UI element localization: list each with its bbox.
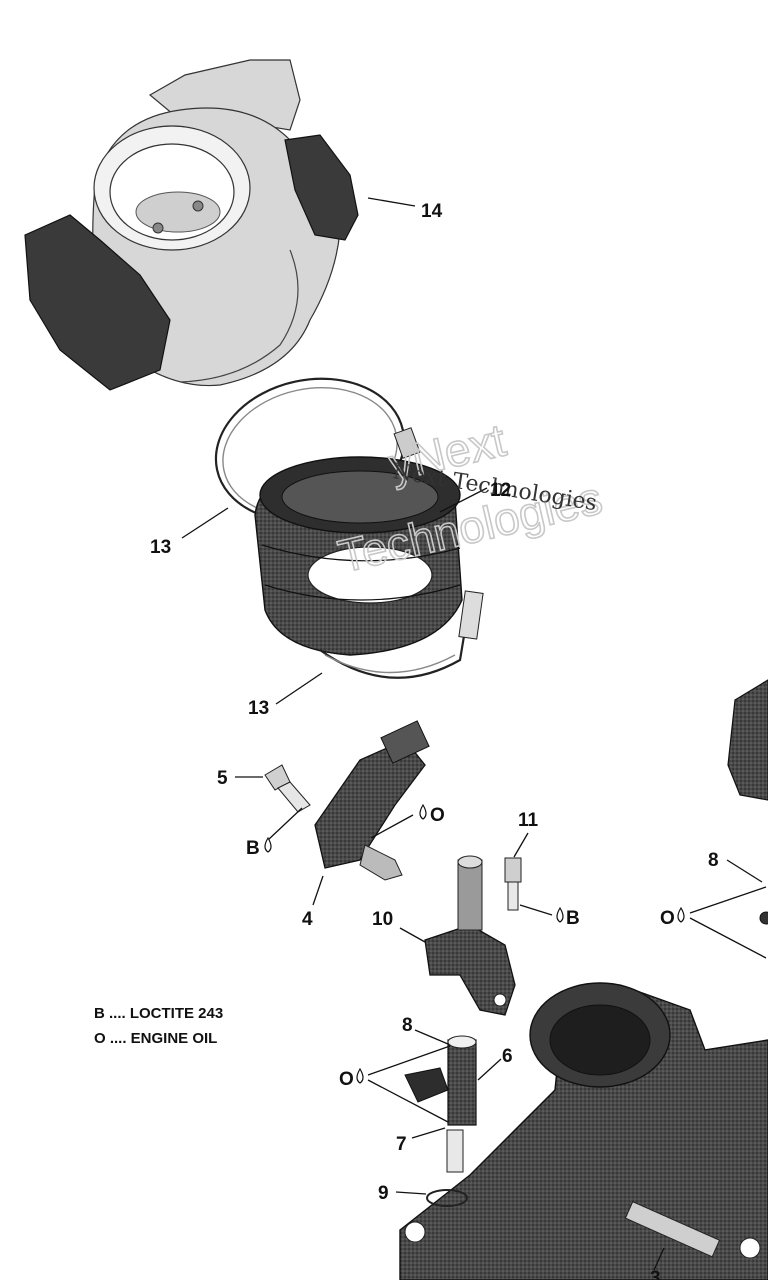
callout-9: 9 <box>378 1183 389 1204</box>
legend-loctite: B .... LOCTITE 243 <box>94 1005 223 1022</box>
callout-O-2: O <box>660 908 675 929</box>
callout-11: 11 <box>518 810 539 831</box>
drop-icon <box>556 906 564 923</box>
callout-B-1: B <box>246 838 260 859</box>
fuel-injector-part-6 <box>404 1035 477 1173</box>
callout-7: 7 <box>396 1134 407 1155</box>
o-ring-part-9 <box>426 1189 468 1207</box>
callout-6: 6 <box>502 1046 513 1067</box>
callout-5: 5 <box>217 768 228 789</box>
callout-14: 14 <box>421 201 443 222</box>
throttle-body-part-14 <box>24 59 359 391</box>
drop-icon <box>677 906 685 923</box>
callout-8-left: 8 <box>402 1015 413 1036</box>
callout-labels: 14 13 12 13 5 B 4 O 11 B 10 8 O 8 6 O 7 … <box>150 201 719 1280</box>
manifold-partial-right <box>727 679 768 925</box>
drop-icon <box>356 1067 364 1084</box>
callout-8-right: 8 <box>708 850 719 871</box>
bolt-part-5 <box>264 764 311 813</box>
drop-icon <box>264 836 272 853</box>
callout-13-upper: 13 <box>150 537 171 558</box>
injector-holder-part-10 <box>424 855 516 1016</box>
callout-13-lower: 13 <box>248 698 269 719</box>
intake-adaptor-part-12 <box>254 456 463 656</box>
callout-3: 3 <box>650 1268 661 1280</box>
drop-icon <box>419 803 427 820</box>
legend: B .... LOCTITE 243 O .... ENGINE OIL <box>94 1005 223 1047</box>
legend-engine-oil: O .... ENGINE OIL <box>94 1030 217 1047</box>
leader-lines <box>181 197 767 1271</box>
callout-4: 4 <box>302 909 313 930</box>
hose-clamp-lower-part-13 <box>319 590 484 679</box>
map-sensor-part-4 <box>314 720 430 881</box>
callout-12: 12 <box>490 480 511 501</box>
callout-10: 10 <box>372 909 393 930</box>
bolt-part-11 <box>504 857 522 911</box>
callout-O-1: O <box>430 805 445 826</box>
intake-manifold <box>399 982 768 1280</box>
drop-symbols <box>264 803 685 1084</box>
callout-O-3: O <box>339 1069 354 1090</box>
callout-B-2: B <box>566 908 580 929</box>
